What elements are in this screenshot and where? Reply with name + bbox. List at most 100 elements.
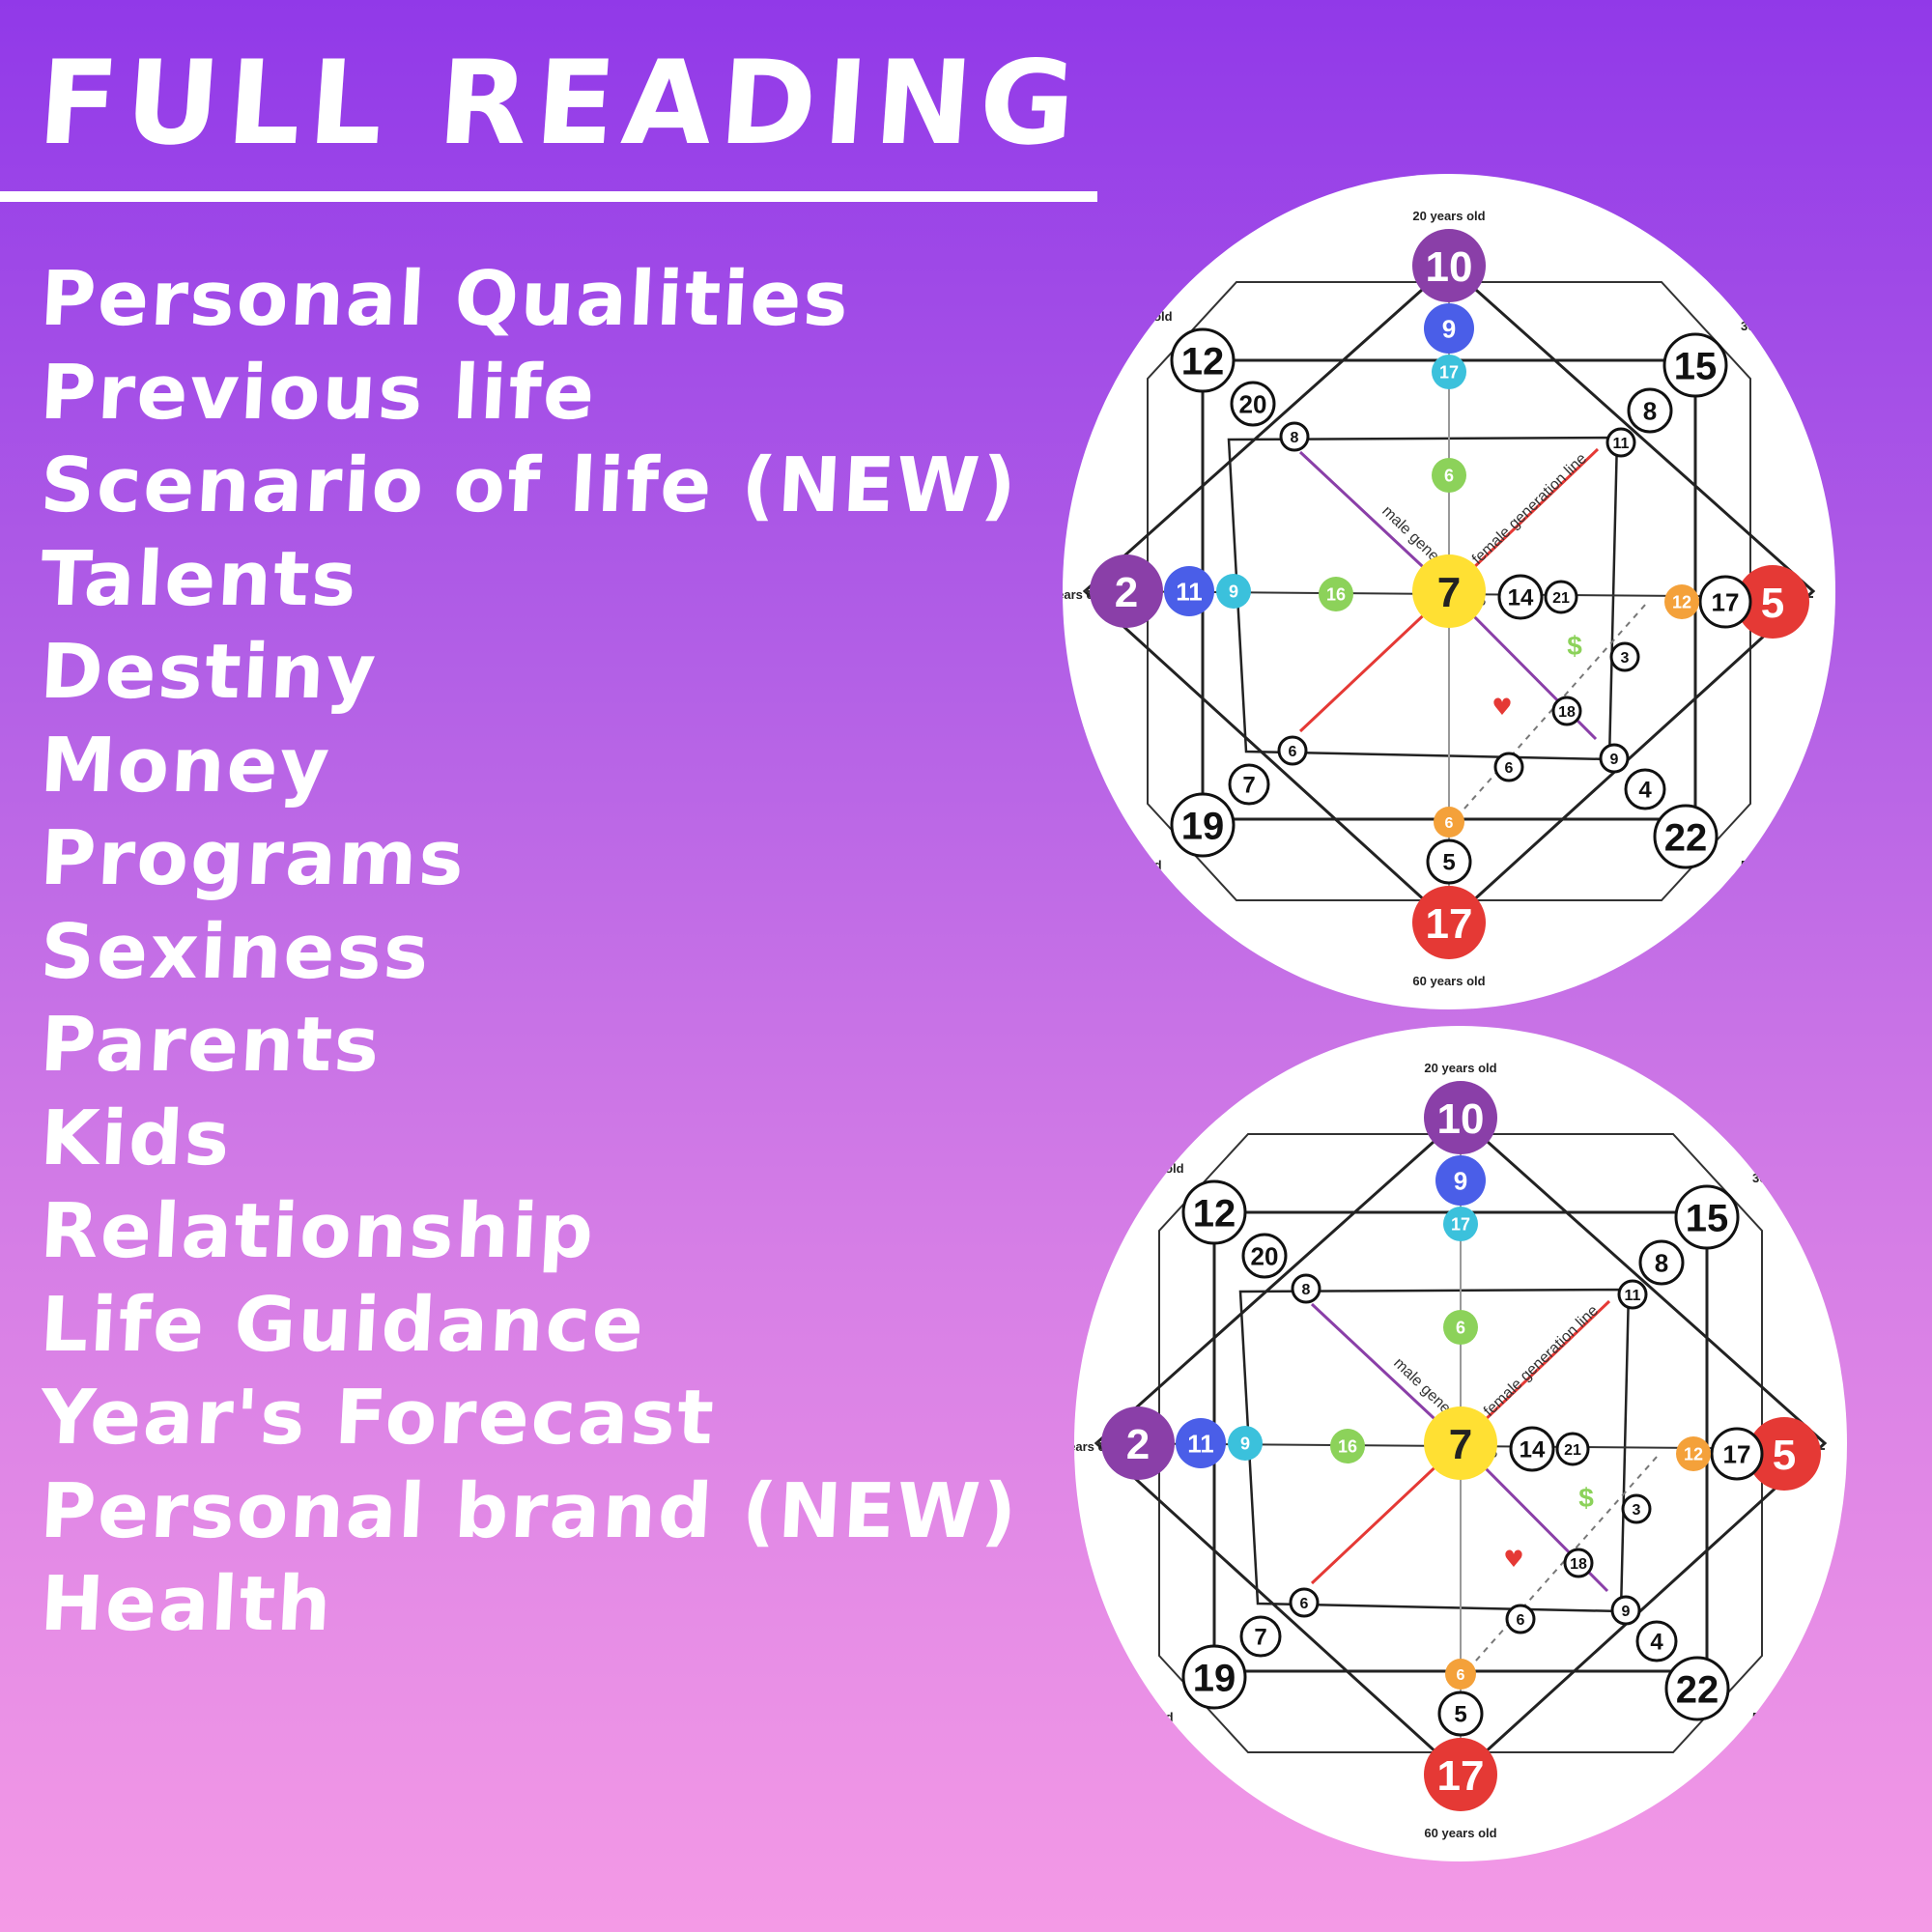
node-right: 5 bbox=[1761, 580, 1784, 627]
node-bottom-2-circle bbox=[1437, 1690, 1484, 1737]
node-top-circle bbox=[1412, 229, 1486, 302]
node-left-2: 11 bbox=[1176, 577, 1203, 606]
node-relation-1: 18 bbox=[1570, 1556, 1587, 1573]
heart-icon: ♥ bbox=[1503, 1546, 1524, 1573]
node-corner-top-right: 15 bbox=[1686, 1197, 1729, 1239]
node-relation-1: 18 bbox=[1558, 704, 1576, 721]
list-item: Destiny bbox=[38, 629, 380, 716]
node-corner-bottom-right-2: 4 bbox=[1638, 778, 1652, 804]
node-left-2-circle bbox=[1164, 566, 1214, 616]
age-label: 10 years old bbox=[1099, 309, 1172, 324]
node-bottom-circle bbox=[1412, 886, 1486, 959]
node-corner-top-left-3-circle bbox=[1279, 421, 1310, 452]
node-money: 3 bbox=[1621, 650, 1630, 667]
node-top-2-circle bbox=[1435, 1155, 1486, 1206]
node-corner-top-right-2: 8 bbox=[1643, 396, 1657, 425]
node-relation-2-circle bbox=[1493, 752, 1524, 782]
node-bottom-3-circle bbox=[1434, 807, 1464, 838]
node-corner-bottom-left: 19 bbox=[1193, 1657, 1236, 1699]
node-top-2: 9 bbox=[1454, 1166, 1467, 1195]
page-title: FULL READING bbox=[34, 37, 1088, 171]
node-top-3-circle bbox=[1432, 355, 1466, 389]
node-top: 10 bbox=[1437, 1095, 1485, 1143]
node-relation-2: 6 bbox=[1517, 1612, 1525, 1629]
node-top-2: 9 bbox=[1442, 314, 1456, 343]
node-corner-bottom-right-2-circle bbox=[1624, 768, 1666, 810]
node-left-3-circle bbox=[1228, 1426, 1263, 1461]
age-label: 50 years old bbox=[1752, 1710, 1825, 1724]
node-right-4: 21 bbox=[1552, 590, 1570, 607]
node-left-4-circle bbox=[1330, 1429, 1365, 1463]
list-item: Year's Forecast bbox=[38, 1375, 718, 1462]
node-relation-1-circle bbox=[1563, 1548, 1594, 1578]
node-corner-top-left-circle bbox=[1170, 327, 1236, 393]
node-corner-bottom-left: 19 bbox=[1181, 805, 1225, 847]
node-left-2: 11 bbox=[1187, 1429, 1214, 1458]
node-corner-top-right-2: 8 bbox=[1655, 1248, 1668, 1277]
node-right: 5 bbox=[1773, 1432, 1796, 1479]
node-corner-top-left-2-circle bbox=[1230, 381, 1276, 427]
node-corner-bottom-left-2-circle bbox=[1228, 763, 1270, 806]
node-center: 7 bbox=[1449, 1421, 1472, 1468]
node-corner-top-right-3-circle bbox=[1617, 1279, 1648, 1310]
money-icon: $ bbox=[1567, 631, 1582, 661]
node-corner-bottom-left-2: 7 bbox=[1254, 1625, 1266, 1651]
node-corner-bottom-left-2-circle bbox=[1239, 1615, 1282, 1658]
age-label: 70 years old bbox=[1100, 1710, 1173, 1724]
node-corner-top-left-2-circle bbox=[1241, 1233, 1288, 1279]
node-right-circle bbox=[1736, 565, 1809, 639]
money-line bbox=[1460, 1455, 1659, 1679]
node-relation-2-circle bbox=[1505, 1604, 1536, 1634]
list-item: Life Guidance bbox=[38, 1281, 648, 1369]
node-corner-top-right-circle bbox=[1662, 332, 1728, 398]
outer-octagon bbox=[1147, 281, 1751, 901]
node-corner-top-right-2-circle bbox=[1627, 387, 1673, 434]
list-item: Personal brand (NEW) bbox=[38, 1467, 1021, 1555]
female-line-label: female generation line bbox=[1481, 1302, 1602, 1420]
node-right-5-circle bbox=[1497, 574, 1544, 620]
node-corner-top-left-2: 20 bbox=[1239, 389, 1267, 418]
node-right-2-circle bbox=[1710, 1427, 1764, 1481]
node-left-3-circle bbox=[1216, 574, 1251, 609]
node-corner-bottom-right-circle bbox=[1664, 1656, 1730, 1721]
node-corner-top-left-3: 8 bbox=[1302, 1282, 1311, 1298]
node-corner-top-right-circle bbox=[1674, 1184, 1740, 1250]
list-item: Programs bbox=[38, 815, 469, 902]
node-corner-bottom-right-3: 9 bbox=[1622, 1604, 1631, 1620]
node-left-3: 9 bbox=[1240, 1434, 1250, 1453]
node-right-4: 21 bbox=[1564, 1442, 1581, 1459]
reading-topics-list: Personal Qualities Previous life Scenari… bbox=[38, 253, 1021, 1652]
node-left: 2 bbox=[1126, 1421, 1150, 1468]
node-corner-top-right: 15 bbox=[1674, 345, 1718, 387]
node-right-3-circle bbox=[1664, 584, 1699, 619]
node-center-circle bbox=[1412, 554, 1486, 628]
node-left: 2 bbox=[1115, 569, 1138, 616]
node-relation-2: 6 bbox=[1505, 760, 1514, 777]
list-item: Money bbox=[38, 722, 333, 810]
list-item: Relationship bbox=[38, 1188, 598, 1275]
node-corner-top-left: 12 bbox=[1181, 340, 1225, 383]
list-item: Talents bbox=[38, 535, 361, 623]
node-bottom: 17 bbox=[1426, 900, 1473, 948]
node-corner-top-left-2: 20 bbox=[1251, 1241, 1279, 1270]
node-corner-bottom-right: 22 bbox=[1664, 816, 1708, 859]
list-item: Previous life bbox=[38, 349, 599, 437]
node-left-4-circle bbox=[1319, 577, 1353, 611]
node-bottom: 17 bbox=[1437, 1752, 1485, 1800]
age-label: 50 years old bbox=[1741, 858, 1813, 872]
node-corner-bottom-left-3-circle bbox=[1277, 735, 1308, 766]
age-label: 20 years old bbox=[1412, 209, 1485, 223]
node-corner-bottom-left-3-circle bbox=[1289, 1587, 1320, 1618]
node-corner-top-right-3: 11 bbox=[1625, 1288, 1641, 1304]
node-left-3: 9 bbox=[1229, 582, 1238, 601]
node-right-3-circle bbox=[1676, 1436, 1711, 1471]
node-bottom-2-circle bbox=[1426, 838, 1472, 885]
age-label: 30 years old bbox=[1741, 319, 1813, 333]
node-right-circle bbox=[1747, 1417, 1821, 1491]
node-corner-top-right-3: 11 bbox=[1613, 436, 1630, 452]
node-left-circle bbox=[1090, 554, 1163, 628]
node-top-2-circle bbox=[1424, 303, 1474, 354]
node-bottom-3: 6 bbox=[1445, 815, 1454, 832]
